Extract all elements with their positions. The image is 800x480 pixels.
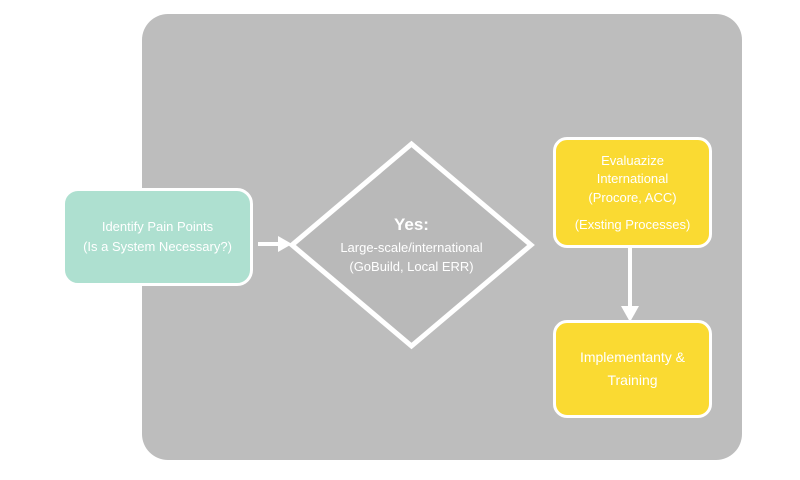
evaluate-box-line-4: (Exsting Processes) [574,216,691,232]
arrow-start-to-decision-icon [258,236,292,252]
decision-line-2: (GoBuild, Local ERR) [349,259,474,275]
node-implementation-training[interactable]: Implementanty & Training [553,320,712,418]
implementation-box-line-2: Training [607,372,658,388]
node-evaluate-international[interactable]: Evaluazize International (Procore, ACC) … [553,137,712,248]
node-identify-pain-points[interactable]: Identify Pain Points (Is a System Necess… [62,188,253,286]
diamond-shape-icon [288,140,535,350]
start-box-line-1: Identify Pain Points [101,219,214,235]
decision-line-1: Large-scale/international [340,240,483,256]
evaluate-box-line-3: (Procore, ACC) [588,189,677,205]
evaluate-box-line-1: Evaluazize [601,152,664,168]
evaluate-box-line-2: International [596,171,669,187]
implementation-box-line-1: Implementanty & [579,349,686,366]
decision-header: Yes: [394,214,429,234]
arrow-evaluate-to-implementation-icon [621,248,639,322]
decision-text-block: Yes: Large-scale/international (GoBuild,… [288,140,535,350]
node-decision-large-scale[interactable]: Yes: Large-scale/international (GoBuild,… [288,140,535,350]
start-box-line-2: (Is a System Necessary?) [83,239,232,254]
